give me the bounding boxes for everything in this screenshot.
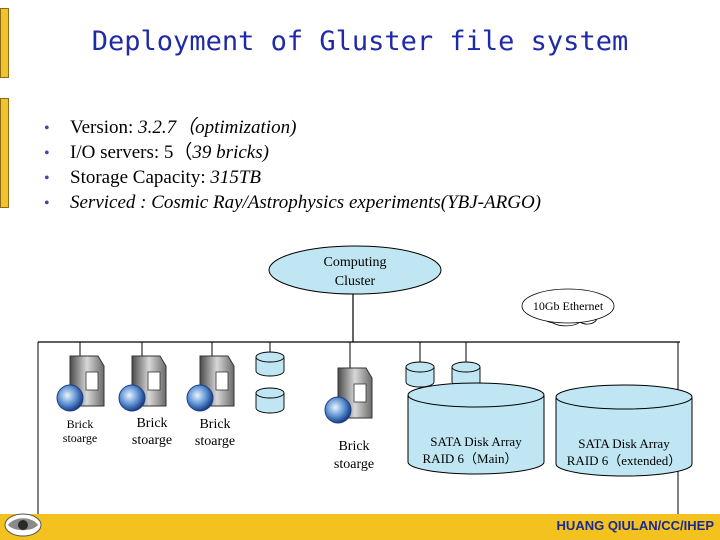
left-accent-bar-top bbox=[0, 8, 9, 78]
disk-cylinder-icon bbox=[255, 351, 285, 377]
page-title: Deployment of Gluster file system bbox=[91, 26, 629, 57]
disk-cylinder-icon bbox=[451, 361, 481, 388]
computing-cluster-node: Computing Cluster bbox=[268, 245, 442, 295]
array-main-line1: SATA Disk Array bbox=[430, 434, 522, 449]
array-main-line2: RAID 6（Main） bbox=[423, 451, 518, 466]
bullet-dot-icon: • bbox=[44, 170, 50, 187]
brick-label-4-line1: Brick bbox=[338, 439, 369, 454]
disk-array-extended: SATA Disk Array RAID 6（extended） bbox=[555, 384, 693, 477]
bullet-dot-icon: • bbox=[44, 195, 50, 212]
brick-label-4-line2: stoarge bbox=[334, 457, 374, 472]
server-icon-4 bbox=[324, 367, 373, 424]
small-disks bbox=[255, 351, 481, 414]
brick-label-1-line1: Brick bbox=[67, 417, 94, 431]
disk-cylinder-icon bbox=[405, 361, 435, 388]
array-extended-line2: RAID 6（extended） bbox=[567, 453, 681, 468]
bullet-list: •Version: 3.2.7（optimization) •I/O serve… bbox=[44, 116, 541, 216]
disk-array-main: SATA Disk Array RAID 6（Main） bbox=[407, 382, 545, 475]
server-icon-2 bbox=[118, 355, 167, 412]
brick-label-3-line2: stoarge bbox=[195, 434, 235, 449]
disk-cylinder-icon bbox=[255, 387, 285, 414]
array-extended-line1: SATA Disk Array bbox=[578, 436, 670, 451]
bullet-serviced: •Serviced : Cosmic Ray/Astrophysics expe… bbox=[44, 191, 541, 216]
brick-label-3-line1: Brick bbox=[199, 417, 230, 432]
ethernet-label: 10Gb Ethernet bbox=[533, 299, 604, 313]
institute-logo-icon bbox=[4, 513, 42, 537]
cluster-label-line2: Cluster bbox=[335, 274, 376, 289]
brick-label-1-line2: stoarge bbox=[63, 431, 97, 445]
brick-label-2-line2: stoarge bbox=[132, 433, 172, 448]
bullet-io-servers: •I/O servers: 5（39 bricks) bbox=[44, 141, 541, 166]
bullet-version: •Version: 3.2.7（optimization) bbox=[44, 116, 541, 141]
footer-bar bbox=[0, 514, 720, 540]
cluster-label-line1: Computing bbox=[323, 255, 386, 270]
brick-label-2-line1: Brick bbox=[136, 416, 167, 431]
network: 10Gb Ethernet bbox=[38, 288, 680, 343]
ethernet-label-bg bbox=[521, 288, 615, 324]
left-accent-bar-bottom bbox=[0, 98, 9, 208]
footer-author: HUANG QIULAN/CC/IHEP bbox=[556, 518, 714, 533]
bullet-capacity: •Storage Capacity: 315TB bbox=[44, 166, 541, 191]
bullet-dot-icon: • bbox=[44, 120, 50, 137]
server-icon-1 bbox=[56, 355, 105, 412]
cluster-ellipse bbox=[268, 245, 442, 295]
server-icon-3 bbox=[186, 355, 235, 412]
bullet-dot-icon: • bbox=[44, 145, 50, 162]
